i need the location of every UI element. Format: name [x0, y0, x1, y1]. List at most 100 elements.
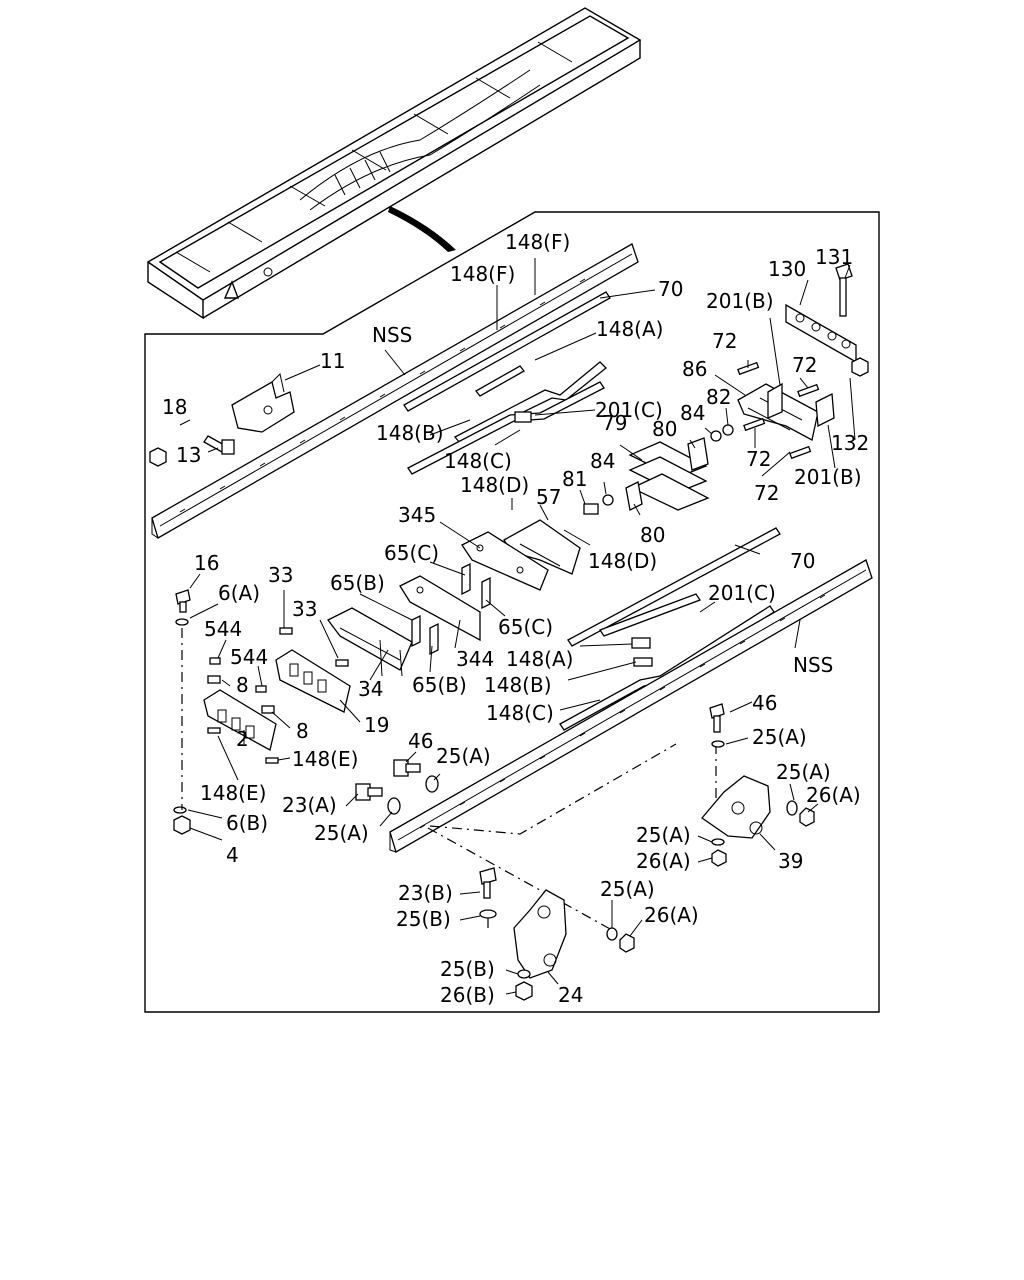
callout-26a-c: 26(A) [644, 903, 699, 927]
callout-148e-a: 148(E) [292, 747, 358, 771]
callout-25a-e: 25(A) [636, 823, 691, 847]
nut-26a-a [799, 807, 815, 827]
callout-72-b: 72 [792, 353, 817, 377]
spring-hanger-39 [701, 775, 771, 839]
gusset-65c-a [461, 562, 471, 596]
callout-33-a: 33 [268, 563, 293, 587]
callout-84-a: 84 [680, 401, 705, 425]
shim-33-a [279, 627, 293, 635]
callout-201c-top: 201(C) [595, 398, 663, 422]
shim-72-a [737, 361, 760, 376]
callout-148d-b: 148(D) [588, 549, 657, 573]
callout-23a: 23(A) [282, 793, 337, 817]
callout-79: 79 [602, 411, 627, 435]
nut-26b [515, 981, 533, 1001]
callout-25a-b: 25(A) [436, 744, 491, 768]
washer-25a-a [425, 775, 439, 793]
callout-201b-top: 201(B) [706, 289, 774, 313]
bolt-46-a [393, 759, 421, 777]
bolt-16 [175, 589, 191, 613]
callout-70-top: 70 [658, 277, 683, 301]
callout-2: 2 [236, 727, 249, 751]
callout-25a-d: 25(A) [776, 760, 831, 784]
callout-labels: 148(F) 148(F) 70 NSS 148(A) 11 18 13 201… [162, 230, 869, 1007]
callout-18: 18 [162, 395, 187, 419]
callout-201c-bot: 201(C) [708, 581, 776, 605]
callout-148f-2: 148(F) [450, 262, 515, 286]
callout-nss-right: NSS [793, 653, 833, 677]
bolt-23a [355, 783, 383, 801]
callout-544-a: 544 [204, 617, 242, 641]
callout-86: 86 [682, 357, 707, 381]
callout-148f-1: 148(F) [505, 230, 570, 254]
shim-8-a [207, 675, 221, 684]
bolt-46-b [709, 703, 725, 733]
callout-65c-b: 65(C) [498, 615, 553, 639]
callout-16: 16 [194, 551, 219, 575]
spring-hanger-24 [513, 889, 567, 979]
callout-82: 82 [706, 385, 731, 409]
callout-148e-b: 148(E) [200, 781, 266, 805]
callout-130: 130 [768, 257, 806, 281]
callout-26a-b: 26(A) [636, 849, 691, 873]
shim-544-b [255, 685, 267, 693]
right-side-member [389, 559, 873, 853]
callout-345: 345 [398, 503, 436, 527]
callout-132: 132 [831, 431, 869, 455]
washer-25b-b [517, 969, 531, 979]
washer-25b-a [479, 909, 497, 919]
callout-70-bot: 70 [790, 549, 815, 573]
callout-nss-left: NSS [372, 323, 412, 347]
callout-25a-a: 25(A) [752, 725, 807, 749]
callout-148d-a: 148(D) [460, 473, 529, 497]
callout-25a-c: 25(A) [314, 821, 369, 845]
callout-8-a: 8 [236, 673, 249, 697]
nut-26a-b [711, 849, 727, 867]
washer-6b [173, 806, 187, 814]
left-side-member [151, 243, 639, 539]
washer-25a-d [786, 800, 798, 816]
bracket-80-b [625, 481, 643, 511]
callout-46-b: 46 [408, 729, 433, 753]
chassis-frame-overview [146, 7, 642, 320]
shim-72-c [743, 417, 766, 432]
shim-33-b [335, 659, 349, 667]
nut-26a-c [619, 933, 635, 953]
left-reinforcement-plates [403, 291, 611, 475]
callout-6a: 6(A) [218, 581, 260, 605]
callout-4: 4 [226, 843, 239, 867]
callout-25b-a: 25(B) [396, 907, 451, 931]
callout-131: 131 [815, 245, 853, 269]
bolt-131 [835, 263, 853, 317]
washer-25a-e [711, 838, 725, 846]
callout-46-a: 46 [752, 691, 777, 715]
callout-72-c: 72 [746, 447, 771, 471]
callout-26b: 26(B) [440, 983, 495, 1007]
callout-33-b: 33 [292, 597, 317, 621]
leader-lines [179, 258, 856, 995]
callout-57: 57 [536, 485, 561, 509]
callout-13: 13 [176, 443, 201, 467]
callout-148b-bot: 148(B) [484, 673, 552, 697]
nut-132 [851, 357, 869, 377]
callout-65c-a: 65(C) [384, 541, 439, 565]
washer-25a-c [711, 740, 725, 748]
washer-25a-f [606, 927, 618, 941]
shim-148e [265, 757, 279, 764]
callout-6b: 6(B) [226, 811, 268, 835]
callout-65b-a: 65(B) [330, 571, 385, 595]
shim-544-a [209, 657, 221, 665]
callout-72-a: 72 [712, 329, 737, 353]
crossmember-19 [275, 649, 351, 713]
callout-201b-bot: 201(B) [794, 465, 862, 489]
callout-80-b: 80 [640, 523, 665, 547]
callout-72-d: 72 [754, 481, 779, 505]
crossmember-344 [399, 575, 481, 642]
nut-18 [149, 447, 167, 467]
plate-201b-lower [815, 392, 835, 428]
gusset-65c-b [481, 576, 491, 610]
callout-23b: 23(B) [398, 881, 453, 905]
plate-201b-upper [767, 382, 783, 419]
callout-8-b: 8 [296, 719, 309, 743]
